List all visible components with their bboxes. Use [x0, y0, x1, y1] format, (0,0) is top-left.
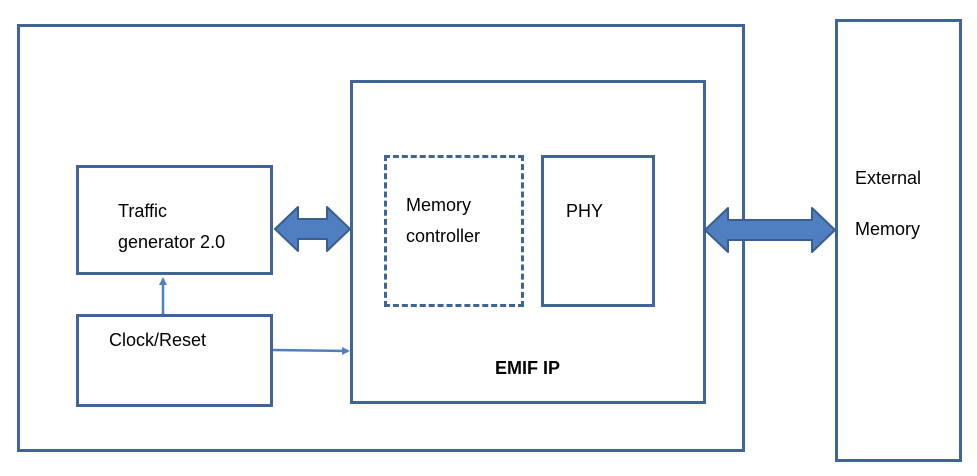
- phy-label: PHY: [566, 201, 604, 221]
- external-memory-block: [835, 19, 962, 462]
- phy-block: [541, 155, 655, 307]
- clock-to-emif-arrow: [272, 346, 350, 355]
- memory-controller-label-line2: controller: [406, 226, 481, 246]
- traffic-emif-double-arrow: [274, 206, 351, 252]
- emif-ip-label: EMIF IP: [495, 358, 561, 378]
- memory-controller-label-line1: Memory: [406, 195, 472, 215]
- traffic-generator-block: [76, 165, 273, 275]
- traffic-generator-label-line2: generator 2.0: [118, 232, 226, 252]
- external-memory-label-line1: External: [855, 168, 922, 188]
- emif-ip-block: [350, 80, 706, 404]
- emif-external-memory-double-arrow: [704, 207, 836, 253]
- clock-reset-label: Clock/Reset: [109, 330, 207, 350]
- memory-controller-block: [384, 155, 524, 307]
- traffic-generator-label-line1: Traffic: [118, 201, 168, 221]
- external-memory-label-line2: Memory: [855, 219, 921, 239]
- clock-reset-block: [76, 314, 273, 407]
